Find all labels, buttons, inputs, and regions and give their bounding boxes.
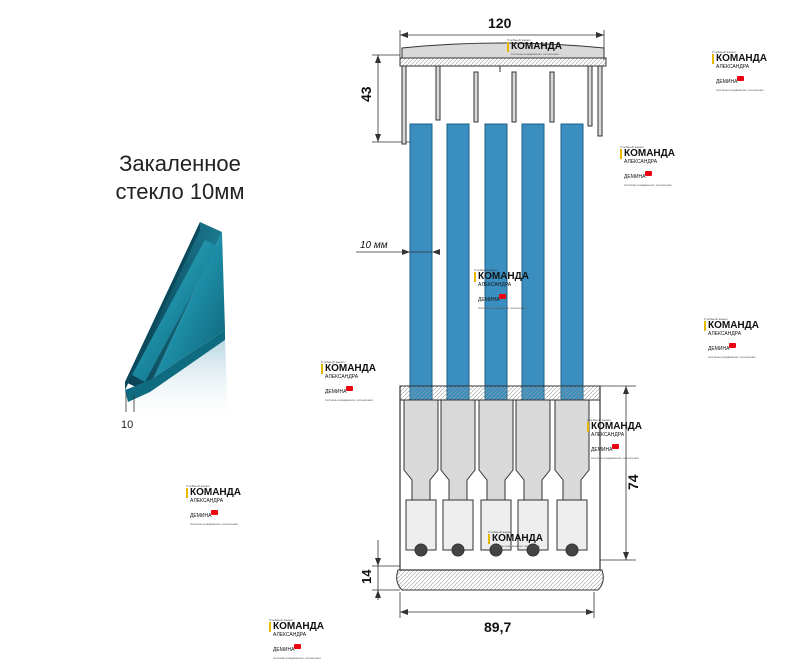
watermark-logo: Учебный канал КОМАНДА АЛЕКСАНДРА ДЕМИНА … xyxy=(712,50,772,92)
top-profile xyxy=(399,42,607,145)
bottom-profile xyxy=(396,385,604,591)
glass-pane-icon xyxy=(125,222,228,425)
glass-thickness-label: 10 xyxy=(121,419,133,431)
watermark-logo: Учебный канал КОМАНДА АЛЕКСАНДРА ДЕМИНА … xyxy=(474,268,534,310)
watermark-logo: Учебный канал КОМАНДА АЛЕКСАНДРА ДЕМИНА … xyxy=(620,145,680,187)
youtube-icon xyxy=(737,76,745,82)
glass-title-line1: Закаленное xyxy=(119,151,241,176)
dim-top-width-label: 120 xyxy=(488,15,512,31)
dim-top-height-label: 43 xyxy=(358,86,374,102)
watermark-logo: Учебный канал КОМАНДА АЛЕКСАНДРА ДЕМИНА … xyxy=(269,618,329,660)
youtube-icon xyxy=(729,343,737,349)
youtube-icon xyxy=(346,386,354,392)
dim-glass-thickness xyxy=(356,249,440,255)
glass-title-line2: стекло 10мм xyxy=(115,179,245,204)
youtube-icon xyxy=(612,444,620,450)
youtube-icon xyxy=(645,171,653,177)
dim-glass-thickness-label: 10 мм xyxy=(360,240,388,251)
youtube-icon xyxy=(294,644,302,650)
watermark-logo: Учебный канал КОМАНДА АЛЕКСАНДРА ДЕМИНА … xyxy=(704,317,764,359)
watermark-logo: Учебный канал КОМАНДА АЛЕКСАНДРА ДЕМИНА … xyxy=(587,418,647,460)
dim-bottom-width-label: 89,7 xyxy=(484,619,511,635)
watermark-logo: Учебный канал КОМАНДА Системы раздвижног… xyxy=(507,38,567,78)
youtube-icon xyxy=(499,294,507,300)
youtube-icon xyxy=(211,510,219,516)
watermark-logo: Учебный канал КОМАНДА АЛЕКСАНДРА ДЕМИНА … xyxy=(321,360,381,402)
watermark-logo: Учебный канал КОМАНДА АЛЕКСАНДРА ДЕМИНА … xyxy=(186,484,246,526)
dim-bottom-width xyxy=(399,592,595,618)
glass-title: Закаленное стекло 10мм xyxy=(100,150,260,206)
dim-bottom-height xyxy=(600,385,636,561)
glass-panels xyxy=(409,123,584,435)
dim-base-height xyxy=(372,540,400,600)
dim-bottom-height-label: 74 xyxy=(625,474,641,490)
watermark-logo: Учебный канал КОМАНДА Системы раздвижног… xyxy=(488,530,548,570)
dim-base-height-label: 14 xyxy=(359,569,374,584)
